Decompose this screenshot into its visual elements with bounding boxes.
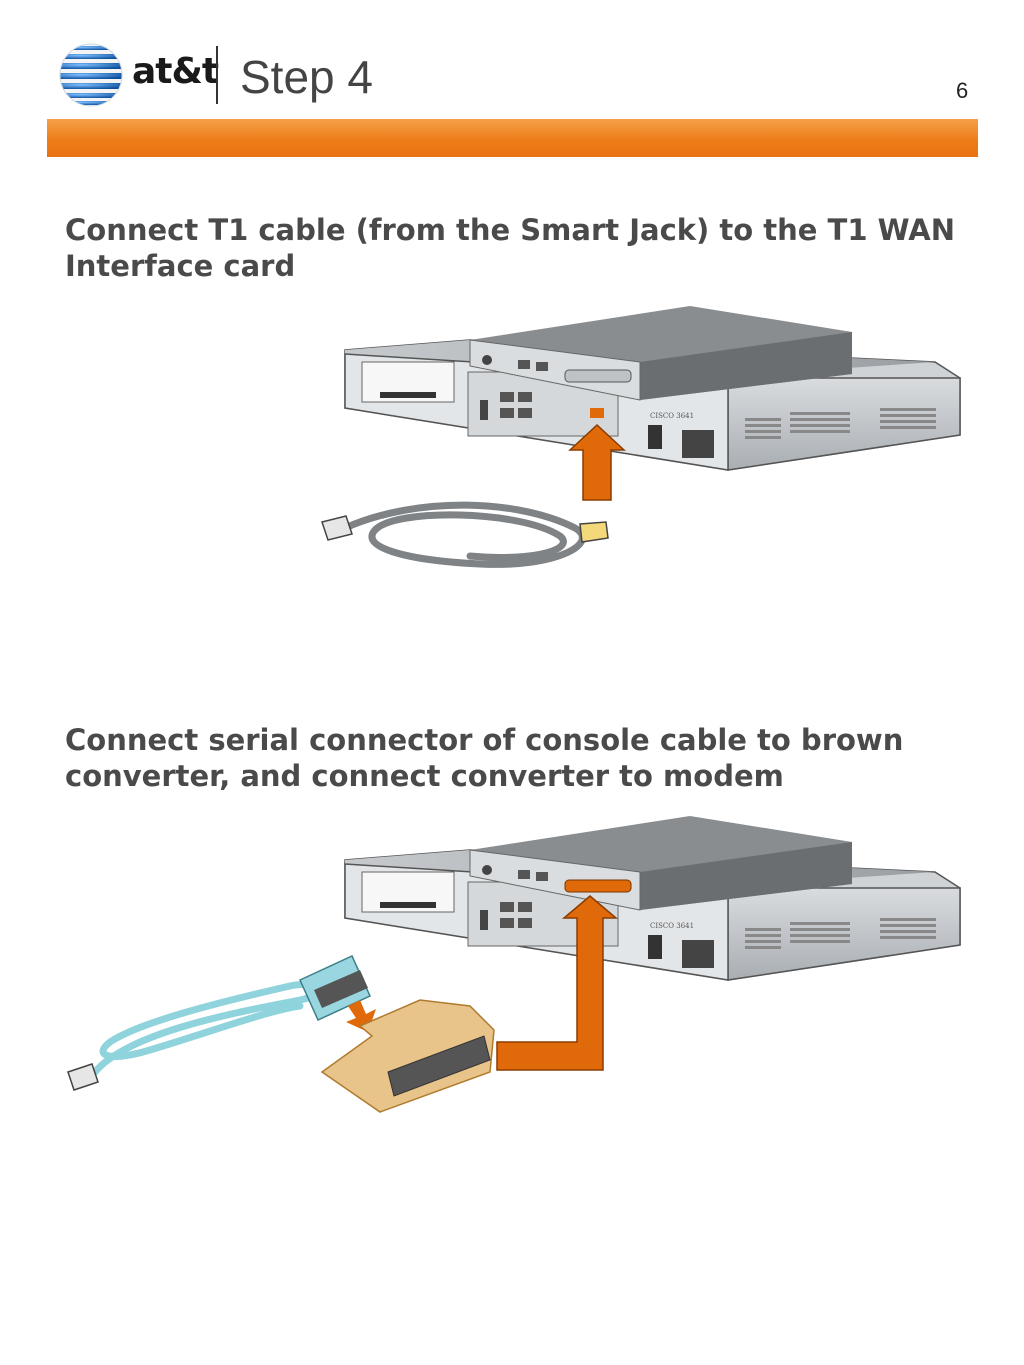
brand-wordmark: at&t [132, 51, 219, 92]
up-arrow-icon [496, 895, 619, 1071]
modem-serial-port [564, 879, 632, 893]
page-title: Step 4 [240, 51, 373, 103]
serial-converter [320, 999, 495, 1113]
page-number: 6 [956, 78, 969, 103]
router-t1-illustration: CISCO 3641 [321, 306, 961, 568]
section-2-heading: Connect serial connector of console cabl… [65, 723, 904, 793]
t1-port [590, 408, 604, 418]
header-divider [216, 46, 218, 104]
up-arrow-icon [568, 423, 626, 501]
router-model-label: CISCO 3641 [650, 412, 694, 420]
t1-cable [321, 501, 609, 568]
slide-header: at&t Step 4 6 [0, 0, 1024, 118]
router-model-label: CISCO 3641 [650, 922, 694, 930]
section-1-heading: Connect T1 cable (from the Smart Jack) t… [65, 213, 956, 283]
router-console-illustration: CISCO 3641 [67, 816, 961, 1113]
modem-box [469, 306, 852, 401]
modem-box [469, 816, 852, 911]
att-globe-icon [59, 43, 123, 107]
orange-header-bar [47, 119, 978, 157]
